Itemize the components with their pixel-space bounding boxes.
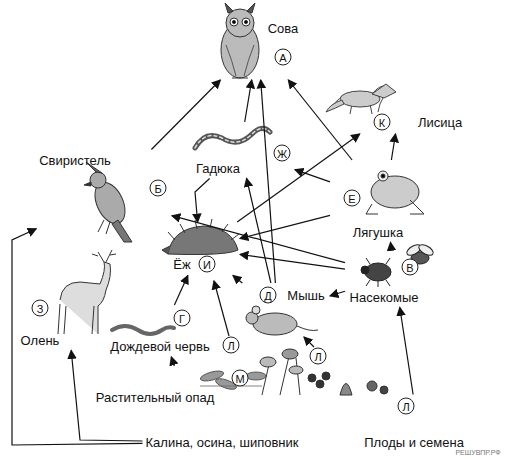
callout-letter: И xyxy=(199,256,216,273)
deer-picture xyxy=(58,250,116,334)
callout-letter: Д xyxy=(260,287,277,304)
organism-node: Плоды и семена Л xyxy=(355,395,480,453)
food-arrow xyxy=(288,80,352,160)
food-arrow xyxy=(240,254,345,269)
organism-node: СоваА xyxy=(212,4,304,80)
callout-letter: Л xyxy=(310,348,327,365)
organism-node: Насекомые В xyxy=(345,245,445,308)
callout-letter: З xyxy=(31,300,48,317)
organism-name: Калина, осина, шиповник xyxy=(146,435,299,450)
callout-letter: К xyxy=(374,114,391,131)
organism-node: Мышь Д xyxy=(225,283,330,340)
food-arrow xyxy=(391,134,395,160)
food-arrow xyxy=(240,215,330,238)
callout-letter: М xyxy=(231,370,248,387)
organism-node: Растительный опад М xyxy=(93,366,270,408)
organism-node: Калина, осина, шиповник xyxy=(143,432,302,454)
organism-node: Олень З xyxy=(18,250,115,351)
food-arrow xyxy=(172,216,345,263)
food-arrow xyxy=(261,80,276,283)
food-arrow xyxy=(330,291,345,296)
food-arrow xyxy=(390,243,391,246)
organism-node: Ёж И xyxy=(160,222,240,276)
organism-name: Лисица xyxy=(418,115,462,130)
owl-picture xyxy=(221,3,259,78)
organism-name: Ёж xyxy=(173,257,190,272)
callout-letter: А xyxy=(275,49,292,66)
callout-letter: Г xyxy=(174,310,191,327)
food-arrow xyxy=(245,80,252,122)
food-arrow xyxy=(247,179,271,284)
callout-letter: Е xyxy=(344,190,361,207)
organism-node: Лягушка Е xyxy=(330,160,440,243)
viper-picture xyxy=(195,128,270,148)
callout-letter: В xyxy=(402,259,419,276)
watermark: РЕШУВПР.РФ xyxy=(455,449,500,456)
organism-name: Растительный опад xyxy=(96,390,215,405)
fox-picture xyxy=(326,84,396,114)
organism-name: Гадюка xyxy=(196,161,240,176)
organism-name: Мышь xyxy=(287,288,324,303)
food-arrow xyxy=(233,276,242,284)
frog-picture xyxy=(366,171,424,214)
callout-letter: Б xyxy=(149,180,166,197)
organism-name: Лягушка xyxy=(353,225,403,240)
leader-arrow xyxy=(214,281,229,336)
organism-node: Гадюка Ж xyxy=(185,122,295,179)
organism-name: Сова xyxy=(268,21,299,36)
callout-letter: Ж xyxy=(274,145,291,162)
callout-letter: Л xyxy=(398,398,415,415)
food-arrow xyxy=(171,357,174,366)
hedgehog-picture xyxy=(162,219,239,255)
food-arrow xyxy=(174,276,187,306)
mouse-picture xyxy=(246,306,318,335)
litter-picture xyxy=(199,369,266,391)
food-arrow xyxy=(400,308,413,395)
insects-picture xyxy=(361,243,435,287)
organism-node: Дождевой червь Г xyxy=(100,305,225,357)
food-arrow xyxy=(151,80,220,150)
food-arrow xyxy=(295,170,330,182)
organism-node: Лисица К xyxy=(330,76,470,134)
waxwing-picture xyxy=(84,162,132,242)
organism-name: Насекомые xyxy=(350,290,419,305)
leader-arrow xyxy=(304,337,314,347)
callout-letter: Л xyxy=(223,337,240,354)
organism-node: СвиристельБ xyxy=(36,150,172,246)
organism-name: Свиристель xyxy=(39,153,111,168)
food-arrow xyxy=(237,134,360,222)
organism-name: Олень xyxy=(21,333,60,348)
organism-name: Плоды и семена xyxy=(364,435,464,450)
organism-name: Дождевой червь xyxy=(110,339,209,354)
food-arrow xyxy=(12,229,143,445)
food-arrow xyxy=(195,179,210,223)
worm-picture xyxy=(112,326,174,334)
